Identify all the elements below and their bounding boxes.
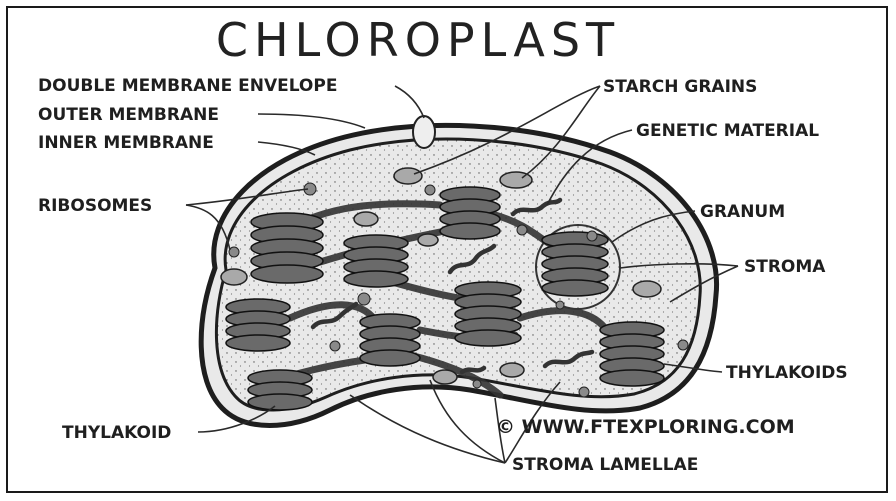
granum-stack-2 bbox=[344, 235, 408, 287]
granum-stack-7 bbox=[360, 314, 420, 366]
diagram-title: CHLOROPLAST bbox=[216, 13, 620, 67]
label-thylakoids: THYLAKOIDS bbox=[726, 363, 848, 383]
envelope-bulge bbox=[413, 116, 435, 148]
label-inner-membrane: INNER MEMBRANE bbox=[38, 133, 214, 153]
label-ribosomes: RIBOSOMES bbox=[38, 196, 152, 216]
label-outer-membrane: OUTER MEMBRANE bbox=[38, 105, 219, 125]
watermark: © WWW.FTEXPLORING.COM bbox=[496, 416, 795, 438]
granum-stack-6 bbox=[455, 282, 521, 346]
granum-stack-5 bbox=[226, 299, 290, 351]
label-thylakoid: THYLAKOID bbox=[62, 423, 171, 443]
granum-stack-9 bbox=[248, 370, 312, 410]
label-starch-grains: STARCH GRAINS bbox=[603, 77, 757, 97]
granum-stack-3 bbox=[440, 187, 500, 239]
label-stroma-lamellae: STROMA LAMELLAE bbox=[512, 455, 698, 475]
label-genetic-material: GENETIC MATERIAL bbox=[636, 121, 819, 141]
label-double-membrane-envelope: DOUBLE MEMBRANE ENVELOPE bbox=[38, 76, 337, 96]
label-granum: GRANUM bbox=[700, 202, 785, 222]
granum-stack-1 bbox=[251, 213, 323, 283]
granum-stack-8 bbox=[600, 322, 664, 386]
label-stroma: STROMA bbox=[744, 257, 826, 277]
